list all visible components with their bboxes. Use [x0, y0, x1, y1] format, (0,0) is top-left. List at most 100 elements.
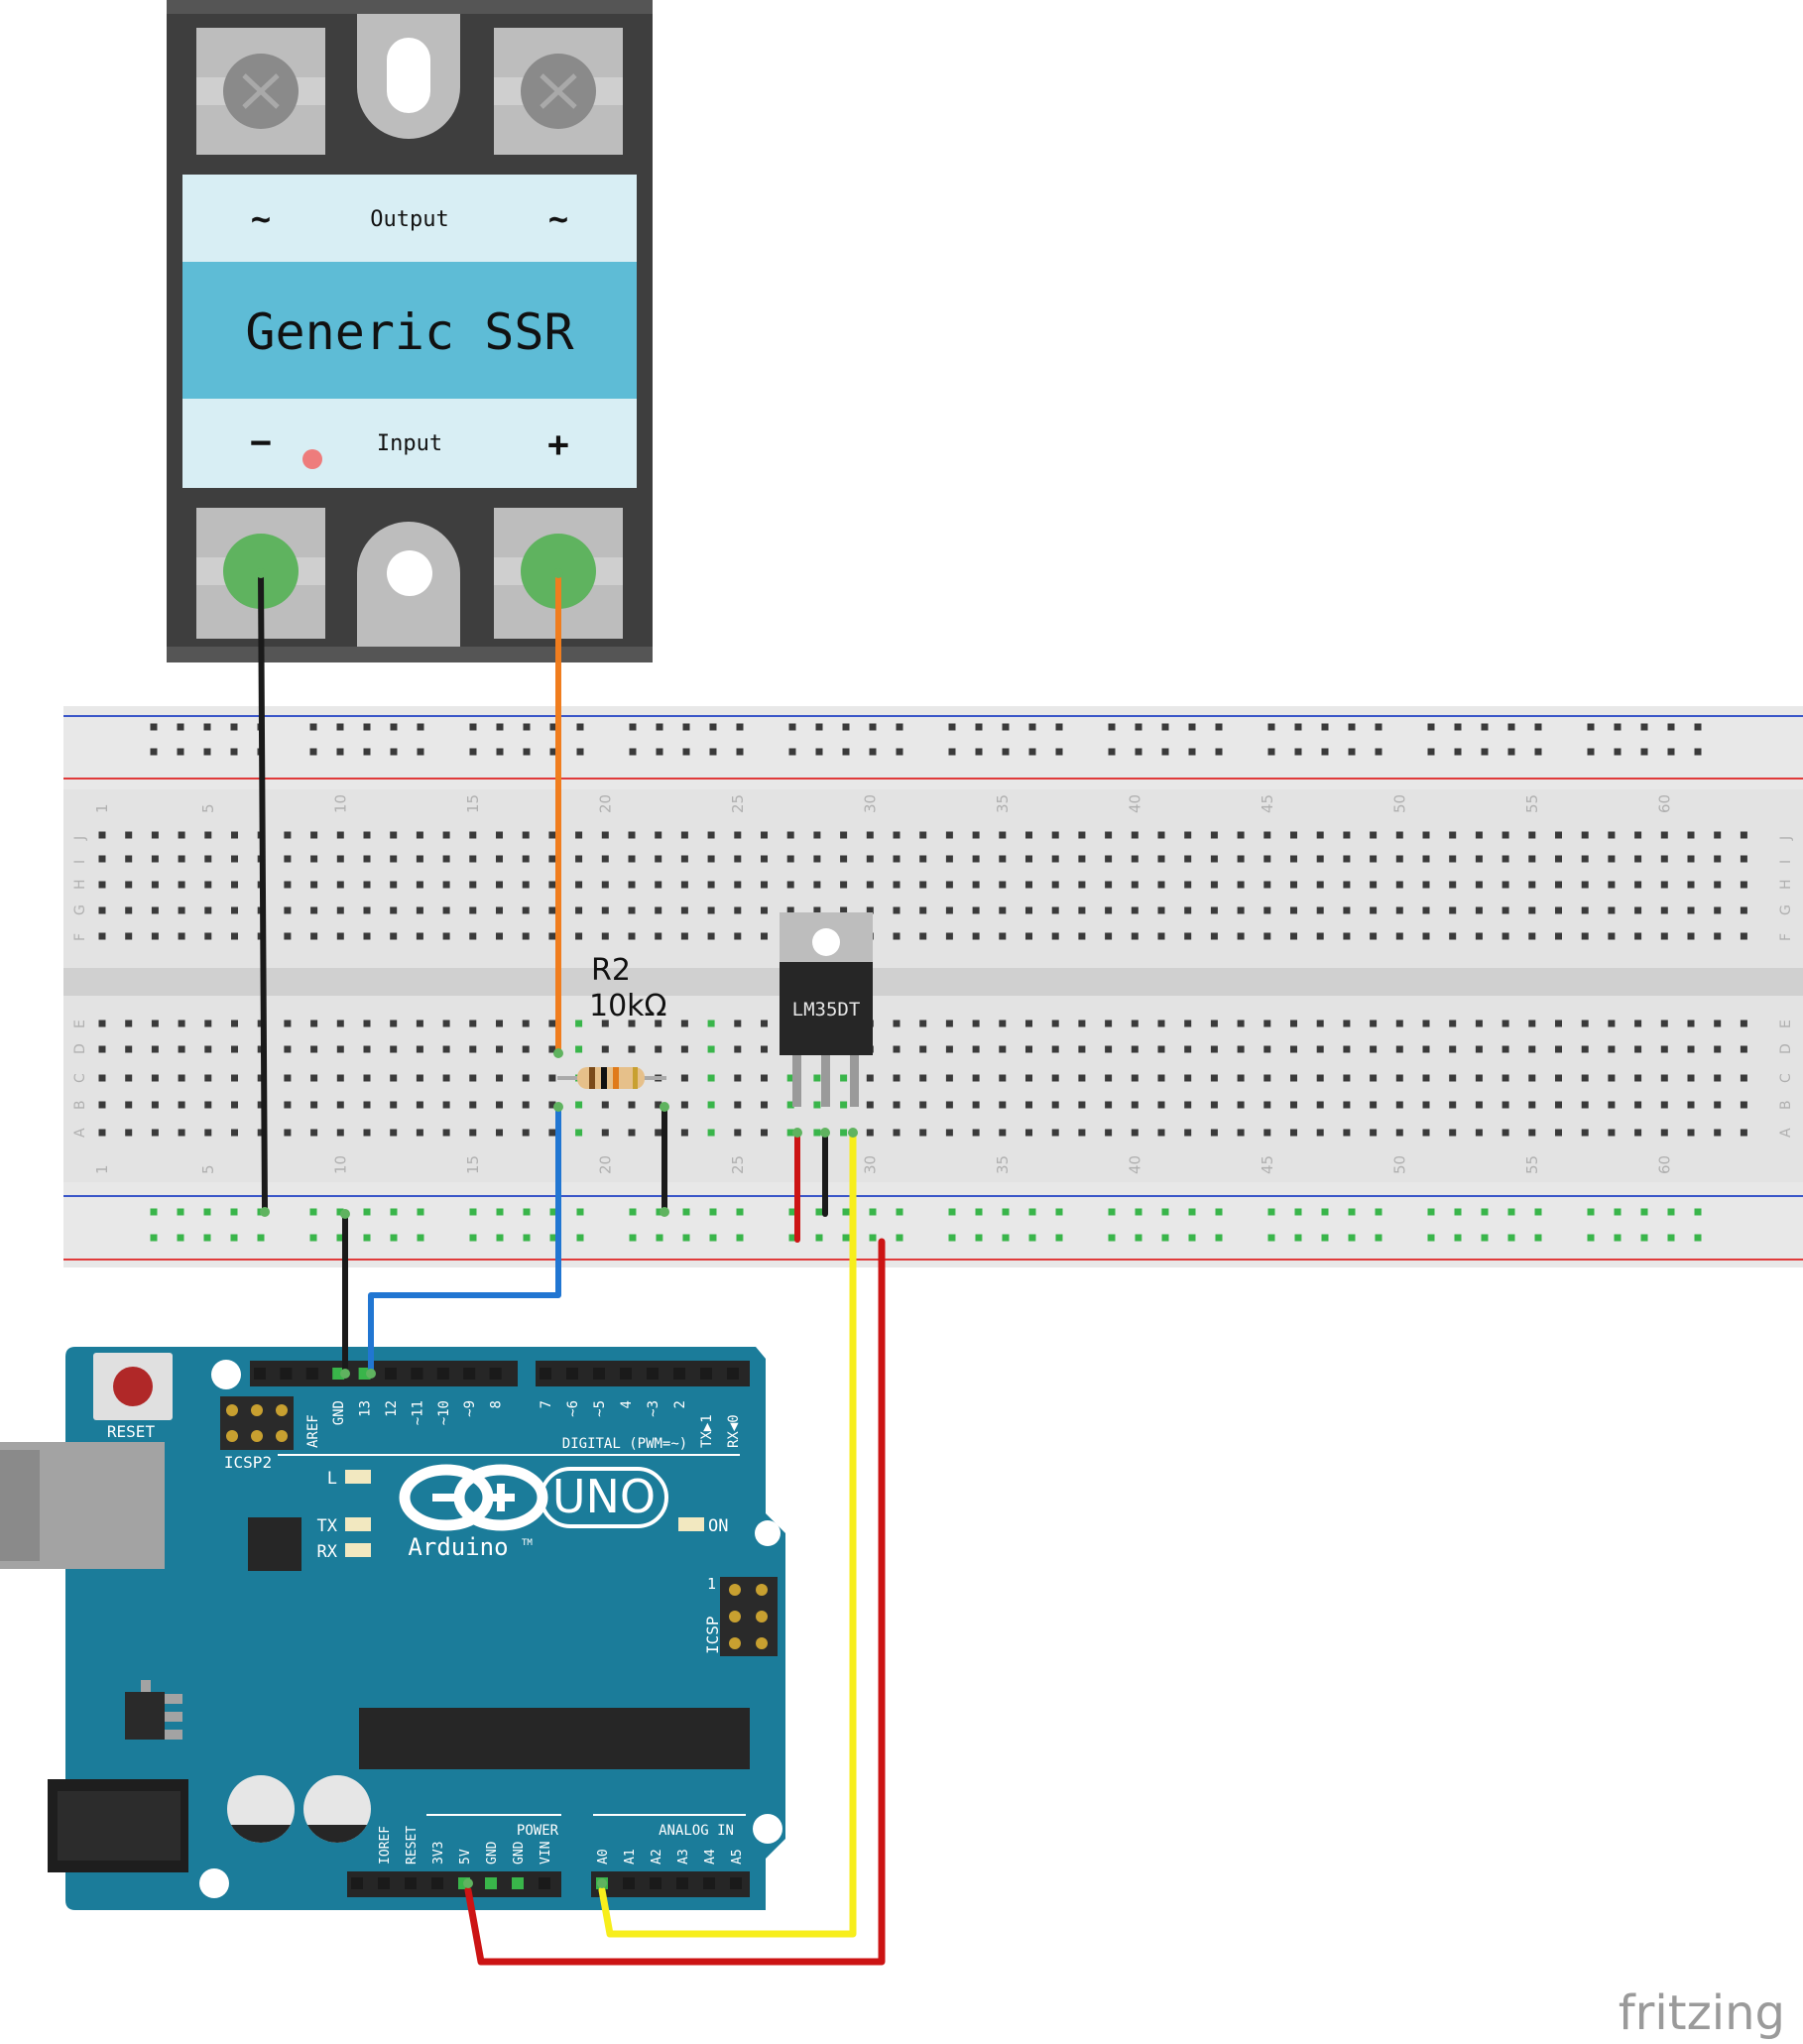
- digital-pin-label: ~11: [410, 1400, 425, 1425]
- ssr-label-title-panel: [182, 262, 637, 399]
- column-number-top: 5: [199, 803, 217, 813]
- led-l: [345, 1470, 371, 1484]
- mounting-hole: [755, 1520, 781, 1546]
- solid-state-relay: ~ Output ~ Generic SSR − Input +: [167, 0, 653, 662]
- column-number-bottom: 5: [199, 1164, 217, 1174]
- column-number-top: 50: [1390, 794, 1408, 813]
- wire-endpoints: [256, 568, 858, 1888]
- ssr-label-input-panel: [182, 399, 637, 488]
- led-rx: [345, 1543, 371, 1557]
- ssr-ac-right: ~: [548, 199, 568, 239]
- column-number-bottom: 1: [93, 1164, 111, 1174]
- row-letter: E: [72, 1020, 88, 1028]
- power-pin-label: VIN: [539, 1842, 553, 1864]
- column-number-bottom: 50: [1390, 1155, 1408, 1174]
- column-number-bottom: 45: [1259, 1155, 1276, 1174]
- led-tx-label: TX: [317, 1516, 338, 1536]
- fritzing-watermark: fritzing: [1619, 1985, 1785, 2041]
- resistor-value: 10kΩ: [589, 989, 666, 1023]
- icsp-label: ICSP: [703, 1616, 722, 1654]
- power-pin-label: GND: [512, 1841, 527, 1864]
- digital-pin-label: ~5: [592, 1400, 608, 1417]
- row-letter: C: [72, 1073, 88, 1083]
- breadboard: 1155101015152020252530303535404045455050…: [63, 706, 1803, 1267]
- mounting-hole: [199, 1868, 229, 1898]
- column-number-bottom: 15: [464, 1155, 482, 1174]
- row-letter: A: [1778, 1128, 1794, 1138]
- column-number-top: 45: [1259, 794, 1276, 813]
- column-number-top: 25: [729, 794, 747, 813]
- ssr-input-label: Input: [377, 431, 442, 456]
- row-letter: F: [1778, 933, 1794, 941]
- digital-pin-label: ~3: [646, 1400, 661, 1417]
- breadboard-labels: 1155101015152020252530303535404045455050…: [72, 794, 1794, 1174]
- ssr-label-output-panel: [182, 175, 637, 262]
- led-l-label: L: [327, 1469, 337, 1489]
- lm35dt-sensor: LM35DT: [780, 912, 873, 1107]
- digital-pin-label: ~10: [436, 1400, 452, 1425]
- digital-pin-label: 2: [672, 1400, 688, 1408]
- column-number-bottom: 10: [331, 1155, 349, 1174]
- column-number-top: 1: [93, 803, 111, 813]
- row-letter: J: [72, 836, 88, 841]
- analog-pin-label: A4: [703, 1849, 718, 1864]
- power-pin-label: RESET: [405, 1826, 420, 1864]
- sensor-body: [780, 962, 873, 1055]
- column-number-top: 35: [994, 794, 1012, 813]
- trademark: TM: [522, 1538, 533, 1548]
- uno-badge: [540, 1467, 668, 1528]
- sensor-label: LM35DT: [792, 999, 861, 1021]
- digital-pin-label: RX◀0: [726, 1414, 742, 1448]
- icsp2-label: ICSP2: [224, 1453, 272, 1472]
- ssr-indicator-led: [302, 449, 322, 469]
- analog-pin-label: A5: [730, 1849, 745, 1864]
- ssr-minus: −: [250, 422, 272, 463]
- row-letter: D: [72, 1043, 88, 1054]
- led-tx: [345, 1517, 371, 1531]
- row-letter: I: [72, 860, 88, 864]
- row-letter: H: [1778, 879, 1794, 890]
- led-on-label: ON: [708, 1516, 728, 1536]
- row-letter: D: [1778, 1043, 1794, 1054]
- ssr-ac-left: ~: [251, 199, 271, 239]
- voltage-regulator: [125, 1692, 165, 1740]
- analog-pin-label: A3: [676, 1849, 691, 1864]
- column-number-top: 10: [331, 794, 349, 813]
- power-rail-bottom: [63, 1182, 1803, 1267]
- power-pin-label: IOREF: [378, 1826, 393, 1864]
- column-number-top: 60: [1655, 794, 1673, 813]
- model-label: UNO: [552, 1470, 656, 1523]
- digital-pin-label: 12: [384, 1400, 400, 1417]
- ssr-plus: +: [547, 424, 569, 465]
- column-number-bottom: 20: [596, 1155, 614, 1174]
- analog-header: [591, 1871, 750, 1897]
- row-letter: C: [1778, 1073, 1794, 1083]
- power-pin-label: 5V: [458, 1849, 473, 1864]
- led-on: [678, 1517, 704, 1531]
- column-number-bottom: 25: [729, 1155, 747, 1174]
- digital-pin-label: 8: [489, 1400, 505, 1408]
- column-number-top: 30: [861, 794, 879, 813]
- column-number-top: 55: [1523, 794, 1541, 813]
- analog-label: ANALOG IN: [659, 1823, 734, 1839]
- digital-pin-label: GND: [331, 1400, 347, 1425]
- microcontroller-chip: [359, 1708, 750, 1769]
- digital-pin-label: TX▶1: [699, 1414, 715, 1448]
- brand-label: Arduino: [408, 1533, 508, 1561]
- digital-pin-label: ~9: [462, 1400, 478, 1417]
- led-rx-label: RX: [317, 1542, 338, 1562]
- digital-pin-label: 7: [539, 1400, 554, 1408]
- analog-pin-label: A1: [623, 1849, 638, 1864]
- power-pin-label: 3V3: [431, 1842, 446, 1864]
- column-number-bottom: 40: [1126, 1155, 1143, 1174]
- wire-sensor-out-to-a0: [598, 1129, 857, 1938]
- center-channel: [63, 968, 1803, 996]
- analog-pin-label: A0: [596, 1849, 611, 1864]
- resistor-ref: R2: [591, 953, 631, 988]
- column-number-top: 20: [596, 794, 614, 813]
- ssr-title: Generic SSR: [245, 303, 574, 361]
- column-number-top: 15: [464, 794, 482, 813]
- wire-ssr-minus-to-gnd-rail: [258, 570, 268, 1215]
